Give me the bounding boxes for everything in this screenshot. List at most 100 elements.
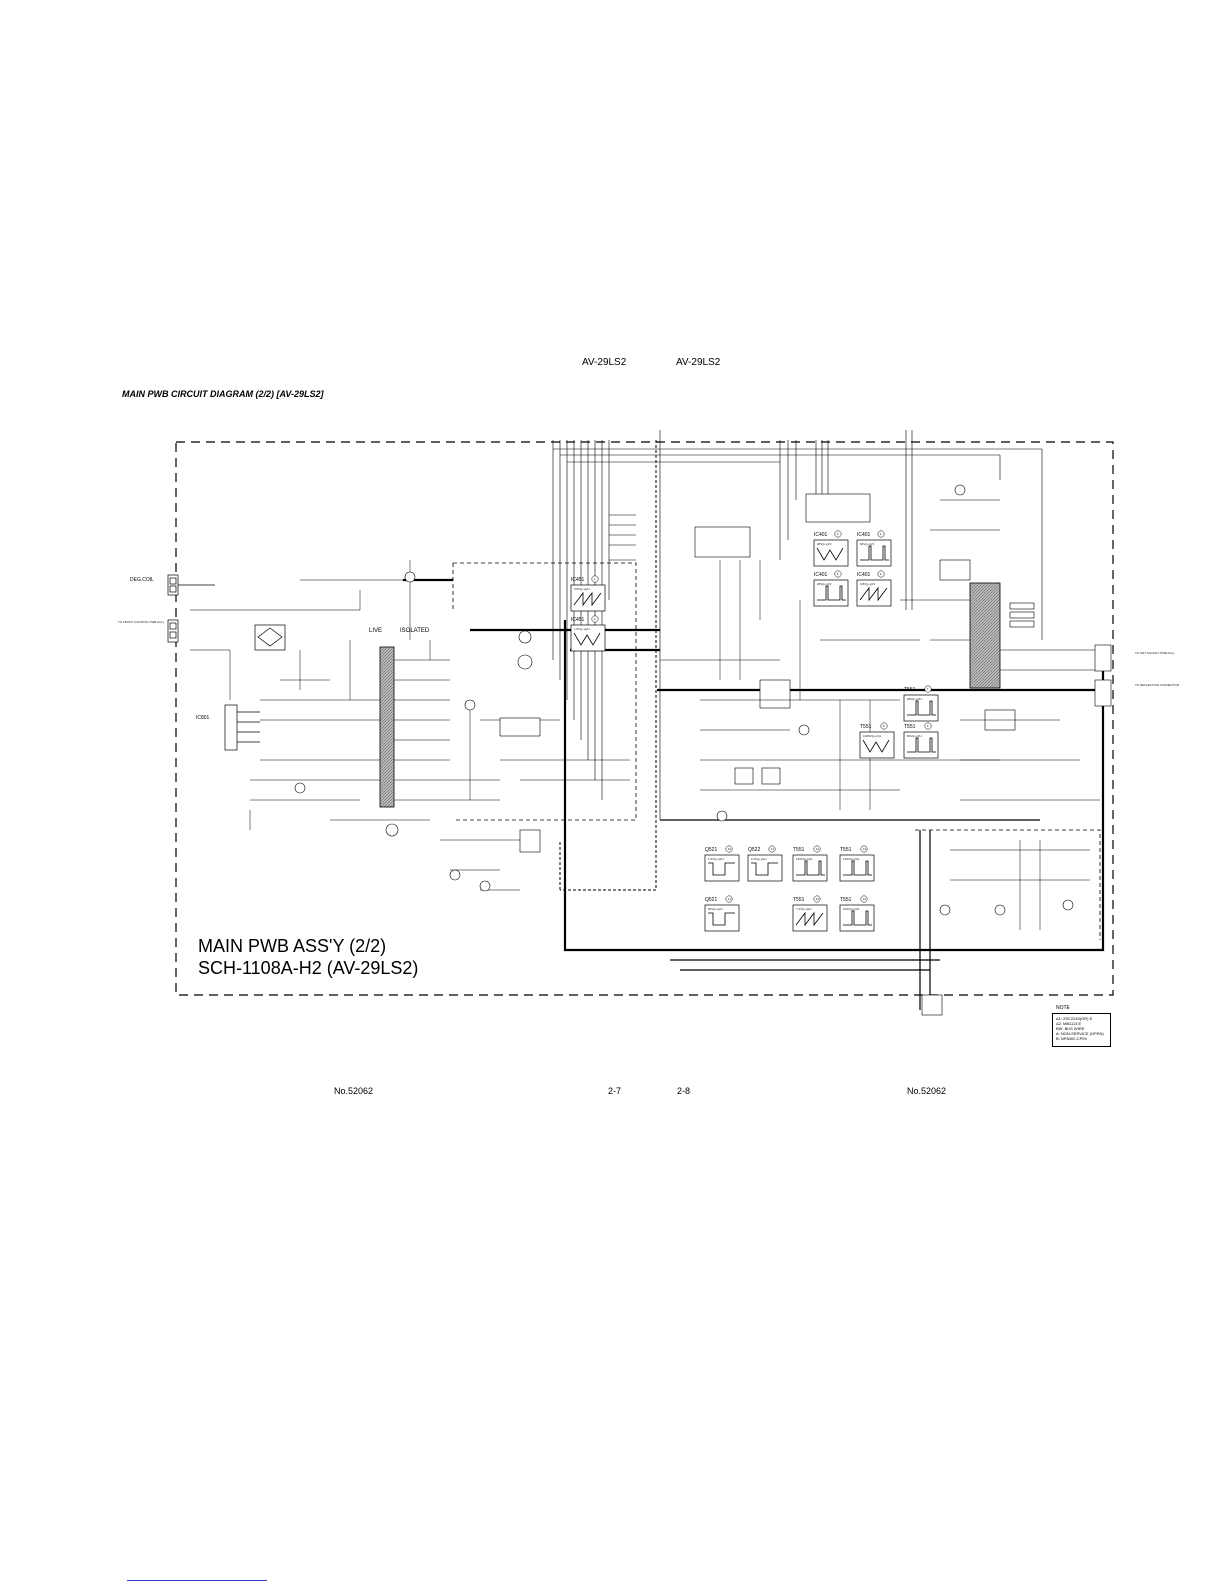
- waveform-value: 0.8V(p-p)/V: [860, 582, 875, 586]
- waveform-value: 120V(p-p)/H: [843, 857, 859, 861]
- page-number-left: 2-7: [608, 1086, 622, 1096]
- waveform-id: 6: [880, 572, 882, 576]
- doc-number-left: No.52062: [334, 1086, 374, 1096]
- waveform-ic-label: IC401: [857, 532, 871, 538]
- waveform-trace: [860, 545, 889, 561]
- waveform-ic-label: T551: [840, 897, 852, 903]
- waveform-ic-label: T551: [860, 724, 872, 730]
- waveform-value: 60V(p-p)/H: [907, 734, 922, 738]
- waveform-trace: [573, 632, 601, 646]
- label-ic801: IC801: [196, 715, 210, 721]
- note-line: A: NON-SERVICE (OPEN): [1056, 1031, 1104, 1036]
- waveform-id: 7: [927, 687, 929, 691]
- waveform-value: 64V(p-p)/V: [860, 542, 875, 546]
- front-control-connector: [167, 619, 179, 643]
- waveform-panel: Q521 14 60V(p-p)/H: [704, 895, 740, 932]
- diagram-title: MAIN PWB CIRCUIT DIAGRAM (2/2) [AV-29LS2…: [122, 389, 324, 399]
- waveform-value: 7.4V(p-p)/H: [796, 907, 812, 911]
- waveform-trace: [843, 910, 872, 926]
- waveform-value: 0.8V(p-p)/H: [574, 587, 590, 591]
- waveform-id: 1: [594, 577, 596, 581]
- waveform-marker: [880, 722, 888, 730]
- waveform-frame: [570, 584, 606, 612]
- waveform-marker: [877, 570, 885, 578]
- waveform-marker: [725, 845, 733, 853]
- waveform-marker: [834, 570, 842, 578]
- assembly-title-line1: MAIN PWB ASS'Y (2/2): [198, 936, 387, 956]
- waveform-panel: Q522 11 2.4V(p-p)/H: [747, 845, 783, 882]
- waveform-marker: [924, 722, 932, 730]
- waveform-frame: [813, 539, 849, 567]
- waveform-ic-label: Q521: [705, 897, 717, 903]
- waveform-id: 11: [771, 847, 774, 851]
- label-front-control: TO FRONT CONTROL PWB Ass'y: [118, 620, 165, 624]
- waveform-value: 28V(p-p)/H: [907, 697, 922, 701]
- doc-number-right: No.52062: [907, 1086, 947, 1096]
- label-degauss: DEG.COIL: [130, 577, 154, 583]
- waveform-id: 8: [883, 724, 885, 728]
- waveform-id: 5: [837, 572, 839, 576]
- waveform-trace: [862, 739, 890, 753]
- waveform-trace: [817, 585, 846, 601]
- waveform-marker: [877, 530, 885, 538]
- waveform-id: 14: [728, 897, 732, 901]
- waveform-marker: [591, 615, 599, 623]
- waveform-marker: [924, 685, 932, 693]
- ic-boxes: [499, 493, 1112, 1016]
- waveform-ic-label: IC401: [814, 572, 828, 578]
- waveform-marker: [860, 845, 868, 853]
- note-line: B: NP8402-CP9X: [1056, 1036, 1088, 1041]
- waveform-frame: [856, 579, 892, 607]
- waveform-marker: [768, 845, 776, 853]
- assembly-title-line2: SCH-1108A-H2 (AV-29LS2): [198, 958, 419, 978]
- waveform-panel: IC401 6 0.8V(p-p)/V: [856, 570, 892, 607]
- waveform-marker: [813, 895, 821, 903]
- model-label-right: AV-29LS2: [676, 357, 721, 368]
- signal-bus-left: [552, 430, 661, 820]
- waveform-trace: [751, 862, 778, 876]
- waveform-id: 13: [863, 847, 867, 851]
- waveform-value: 2.4V(p-p)/H: [751, 857, 767, 861]
- label-crt-socket: TO CRT SOCKET PWB Ass'y: [1135, 651, 1175, 655]
- chassis-boundary: [559, 440, 657, 891]
- waveform-ic-label: Q522: [748, 847, 760, 853]
- waveform-id: 16: [863, 897, 867, 901]
- waveform-ic-label: T551: [904, 687, 916, 693]
- waveform-ic-label: IC451: [571, 617, 585, 623]
- waveform-frame: [704, 854, 740, 882]
- waveform-trace: [708, 912, 735, 926]
- flyback-transformer: [969, 582, 1001, 689]
- waveform-ic-label: IC401: [857, 572, 871, 578]
- waveform-ic-label: T551: [793, 897, 805, 903]
- waveform-value: 60V(p-p)/H: [708, 907, 723, 911]
- model-label-left: AV-29LS2: [582, 357, 627, 368]
- waveform-marker: [834, 530, 842, 538]
- signal-bus-mid: [779, 430, 913, 610]
- note-line: Δ2: MB1113 E: [1056, 1021, 1082, 1026]
- waveform-trace: [907, 700, 936, 716]
- waveform-value: 28V(p-p)/V: [817, 542, 832, 546]
- waveform-frame: [747, 854, 783, 882]
- waveform-value: 1.6V(p-p)/H: [708, 857, 724, 861]
- waveform-marker: [813, 845, 821, 853]
- power-bus-thick: [403, 578, 1105, 952]
- waveform-marker: [725, 895, 733, 903]
- waveform-frame: [704, 904, 740, 932]
- signal-bus-horizontal: [553, 448, 1043, 640]
- waveform-marker: [860, 895, 868, 903]
- waveform-trace: [796, 860, 825, 876]
- waveform-id: 12: [816, 847, 820, 851]
- board-outline: [175, 441, 1114, 996]
- switching-transformer: [379, 646, 395, 808]
- transistors: [294, 484, 1074, 916]
